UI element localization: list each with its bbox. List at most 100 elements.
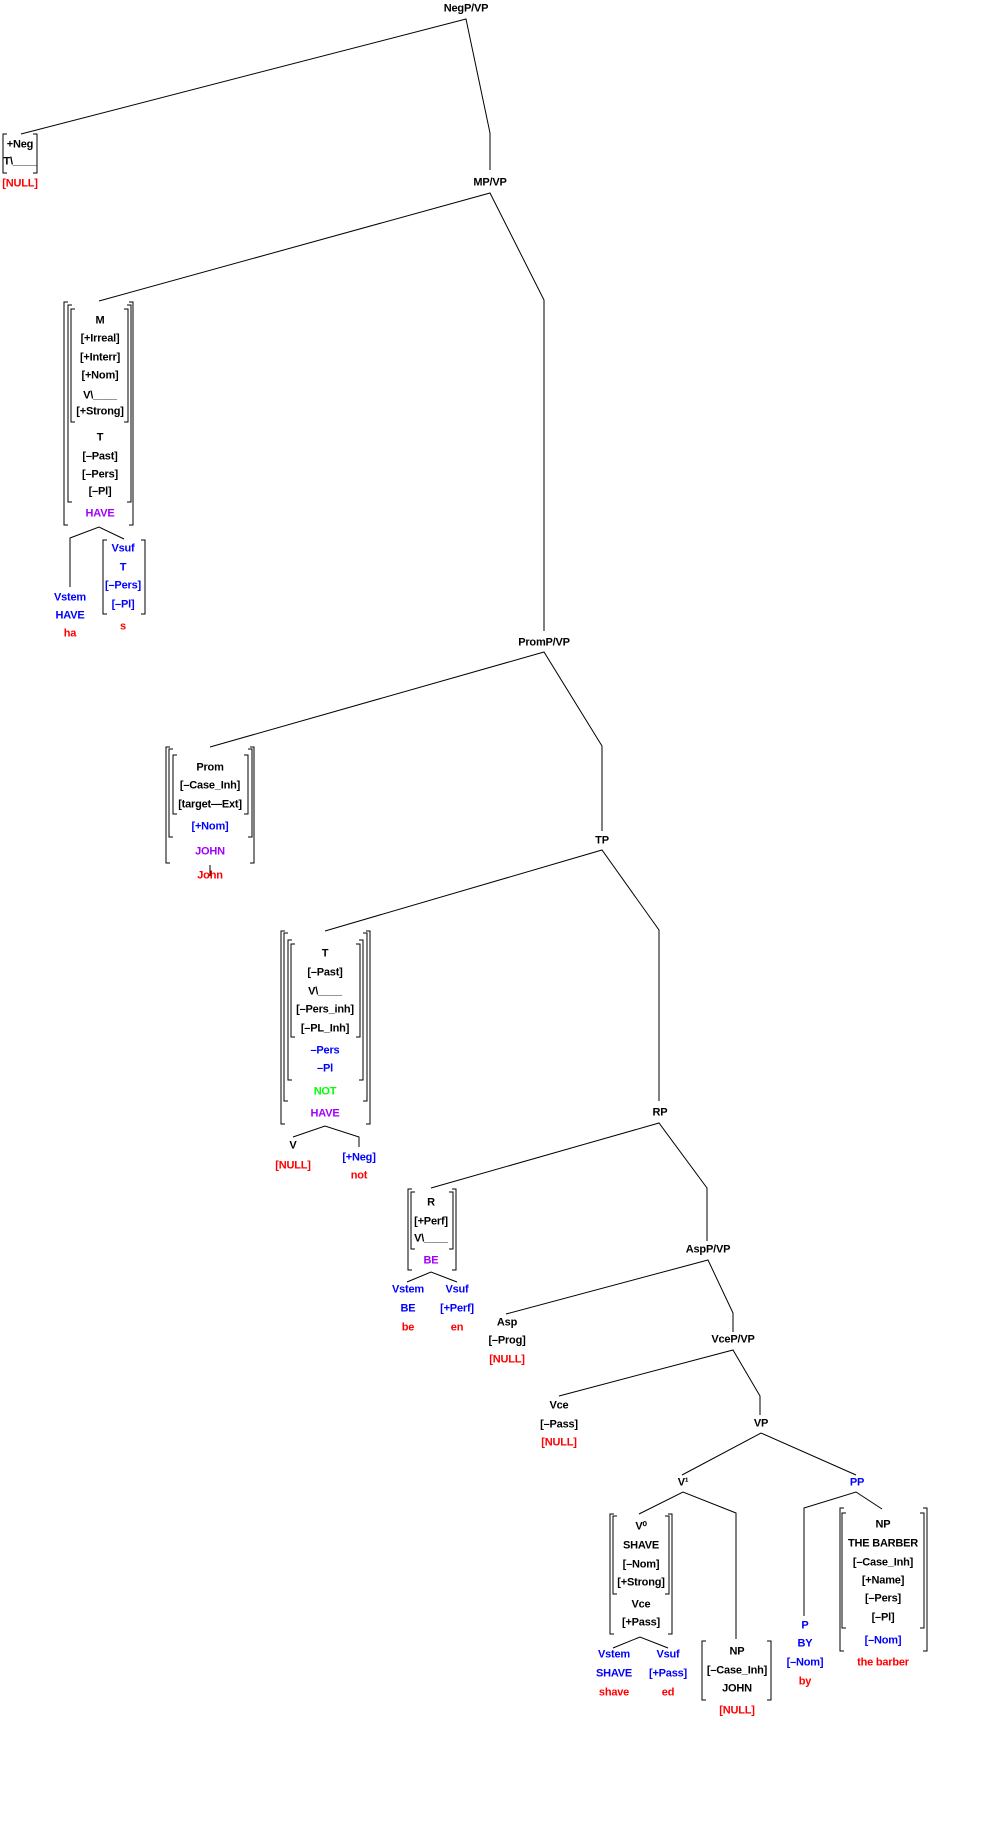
node-v0-head-line: SHAVE: [622, 1539, 660, 1552]
node-np-barber-line: THE BARBER: [847, 1537, 919, 1550]
node-vsuf-ed-line: Vsuf: [656, 1648, 680, 1661]
node-vstem-have-line: ha: [63, 627, 77, 640]
feature-bracket: [287, 939, 364, 1081]
feature-bracket: [407, 1188, 457, 1271]
node-np-john-line: JOHN: [722, 1682, 752, 1695]
node-vsuf-s-line: s: [120, 620, 126, 633]
node-aspp-line: AspP/VP: [685, 1243, 731, 1256]
node-p-by-line: [–Nom]: [786, 1656, 824, 1669]
node-p-by-line: P: [801, 1619, 809, 1632]
node-m-head-line: M: [95, 314, 105, 327]
node-prom-head-line: [+Nom]: [191, 820, 229, 833]
feature-bracket: [70, 308, 129, 423]
node-tp-line: TP: [595, 834, 609, 847]
node-rp-line: RP: [652, 1106, 668, 1119]
node-vstem-shave-line: SHAVE: [595, 1667, 633, 1680]
tree-branch: [98, 192, 545, 631]
feature-bracket: [609, 1513, 673, 1635]
node-vsuf-en-line: Vsuf: [445, 1283, 469, 1296]
node-neg-head-line: +Neg: [6, 138, 34, 151]
node-v0-head-line: [–Nom]: [622, 1558, 660, 1571]
tree-branch: [430, 1122, 708, 1241]
node-t-head-line: HAVE: [310, 1107, 340, 1120]
node-vsuf-s-line: [–Pl]: [111, 598, 135, 611]
node-t-head-line: [–PL_Inh]: [300, 1022, 350, 1035]
node-pp-line: PP: [849, 1476, 865, 1489]
node-m-head-line: HAVE: [85, 507, 115, 520]
node-prom-head-line: [–Case_Inh]: [179, 779, 241, 792]
node-m-head-line: [–Pers]: [82, 468, 118, 481]
node-t-head-line: [–Pers_inh]: [296, 1003, 354, 1016]
node-t-head-line: –Pl: [317, 1062, 333, 1075]
node-vce-head-line: [NULL]: [541, 1436, 577, 1449]
node-np-barber-line: [–Pers]: [865, 1592, 901, 1605]
node-vstem-be-line: be: [401, 1321, 415, 1334]
node-r-head-line: R: [427, 1196, 435, 1209]
node-np-barber-line: [–Nom]: [864, 1634, 902, 1647]
node-m-head-line: [–Past]: [82, 450, 118, 463]
node-vsuf-s-line: Vsuf: [111, 542, 135, 555]
tree-branch: [20, 18, 491, 170]
node-asp-head-line: [NULL]: [489, 1353, 525, 1366]
node-neg-head-line: [NULL]: [2, 177, 38, 190]
node-asp-head-line: [–Prog]: [488, 1334, 526, 1347]
node-m-head-line: [+Nom]: [81, 369, 119, 382]
node-t-head-line: V\____: [308, 985, 342, 998]
tree-branch: [324, 849, 660, 1101]
node-v0-head-line: V⁰: [635, 1520, 647, 1533]
node-vstem-have-line: Vstem: [53, 591, 87, 604]
feature-bracket: [283, 932, 368, 1102]
node-v0-head-line: [+Pass]: [621, 1616, 661, 1629]
feature-bracket: [63, 301, 134, 526]
node-r-head-line: BE: [423, 1254, 439, 1267]
node-negp-line: NegP/VP: [443, 2, 489, 15]
node-v0-head-line: [+Strong]: [617, 1576, 665, 1589]
node-vsuf-ed-line: [+Pass]: [648, 1667, 688, 1680]
feature-bracket: [168, 748, 253, 838]
node-promp-line: PromP/VP: [518, 636, 570, 649]
node-t-head-line: NOT: [313, 1085, 337, 1098]
tree-branch: [681, 1432, 857, 1476]
node-r-head-line: [+Perf]: [414, 1215, 448, 1228]
feature-bracket: [2, 133, 38, 174]
tree-branch: [292, 1125, 360, 1147]
node-vstem-be-line: Vstem: [391, 1283, 425, 1296]
node-np-barber-line: [–Pl]: [871, 1611, 895, 1624]
node-v-null-line: V: [289, 1139, 297, 1152]
feature-bracket: [67, 304, 132, 503]
tree-branch: [638, 1491, 737, 1639]
node-t-head-line: T: [321, 947, 329, 960]
node-m-head-line: V\____: [83, 389, 117, 402]
feature-bracket: [165, 746, 255, 864]
node-asp-head-line: Asp: [496, 1316, 518, 1329]
node-np-barber-line: NP: [875, 1518, 891, 1531]
node-np-barber-line: [+Name]: [861, 1574, 905, 1587]
node-m-head-line: T: [96, 431, 104, 444]
node-np-john-line: [–Case_Inh]: [706, 1664, 768, 1677]
node-prom-head-line: [target—Ext]: [178, 798, 242, 811]
node-vsuf-s-line: [–Pers]: [105, 579, 141, 592]
feature-bracket: [172, 754, 249, 815]
node-np-barber-line: [–Case_Inh]: [852, 1556, 914, 1569]
node-np-barber-line: the barber: [857, 1656, 909, 1669]
node-v1-line: V¹: [677, 1476, 689, 1489]
node-vp-line: VP: [753, 1417, 769, 1430]
node-r-head-line: V\____: [414, 1232, 448, 1245]
feature-bracket: [612, 1515, 670, 1595]
feature-bracket: [102, 539, 146, 615]
feature-bracket: [701, 1640, 772, 1701]
node-p-by-line: by: [798, 1675, 812, 1688]
node-m-head-line: [+Interr]: [79, 351, 121, 364]
tree-branch: [505, 1259, 734, 1332]
node-t-head-line: [–Past]: [307, 966, 343, 979]
node-v0-head-line: Vce: [631, 1598, 651, 1611]
node-prom-head-line: Prom: [196, 761, 224, 774]
node-t-head-line: –Pers: [310, 1044, 340, 1057]
node-vsuf-ed-line: ed: [661, 1686, 675, 1699]
node-vstem-have-line: HAVE: [55, 609, 85, 622]
node-neg-not-line: not: [350, 1169, 368, 1182]
feature-bracket: [290, 943, 361, 1038]
tree-branch: [558, 1349, 761, 1415]
feature-bracket: [410, 1191, 454, 1250]
